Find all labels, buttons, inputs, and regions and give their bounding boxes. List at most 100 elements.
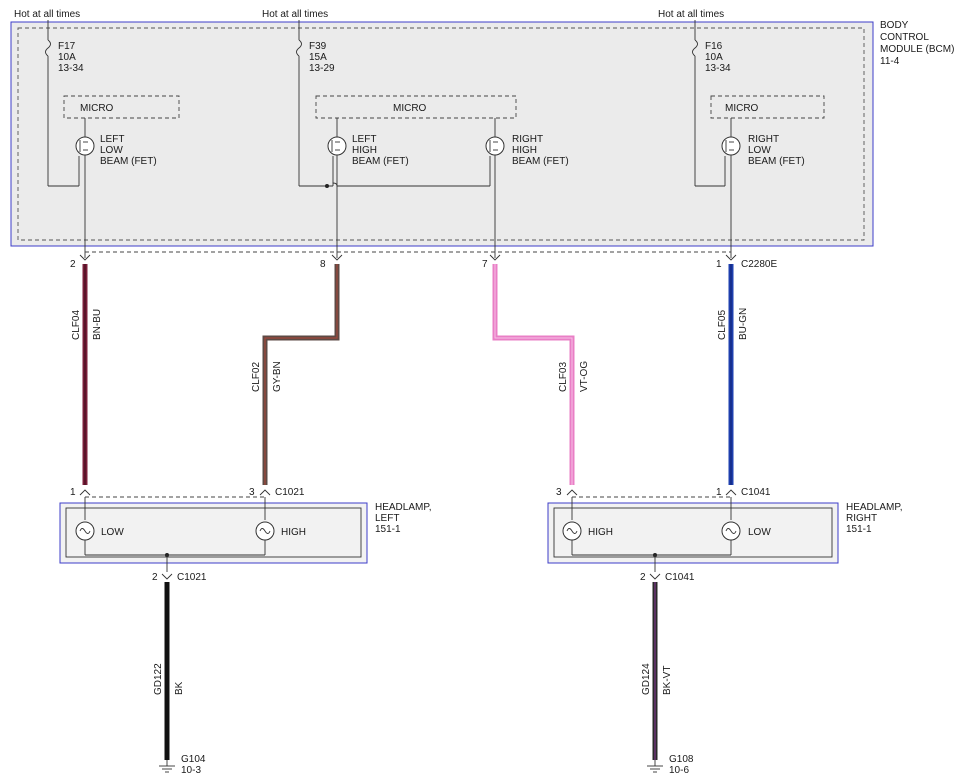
svg-text:HIGH: HIGH — [352, 145, 377, 156]
headlamp-right-ground-connector: 2 C1041 — [640, 572, 695, 583]
svg-text:CLF02: CLF02 — [251, 362, 262, 392]
svg-text:F39: F39 — [309, 41, 327, 52]
wire-gd124-color: BK-VT — [662, 666, 673, 695]
svg-text:13-34: 13-34 — [705, 63, 731, 74]
svg-text:GD124: GD124 — [641, 663, 652, 695]
bcm-title: BODY CONTROL MODULE (BCM) 11-4 — [880, 20, 954, 67]
svg-text:10-6: 10-6 — [669, 765, 689, 776]
wire-clf03-circuit: CLF03 — [558, 362, 569, 392]
fuse-feed-f16 — [692, 20, 726, 187]
svg-text:RIGHT: RIGHT — [512, 134, 543, 145]
wire-gd124-circuit: GD124 — [641, 663, 652, 695]
svg-text:BEAM (FET): BEAM (FET) — [512, 156, 569, 167]
wire-clf03-color: VT-OG — [579, 361, 590, 392]
bulb-right-low-icon — [721, 497, 741, 555]
bulb-right-low-label: LOW — [748, 527, 771, 538]
wire-clf05-color: BU-GN — [738, 308, 749, 340]
svg-text:13-34: 13-34 — [58, 63, 84, 74]
hot-label-1: Hot at all times — [14, 9, 80, 20]
fet-left-low-label: LEFT LOW BEAM (FET) — [100, 134, 157, 167]
ground-g108-icon — [647, 760, 663, 773]
svg-text:15A: 15A — [309, 52, 327, 63]
headlamp-left-connector: 1 3 C1021 — [70, 487, 305, 498]
svg-text:BN-BU: BN-BU — [92, 309, 103, 340]
fet-right-high-label: RIGHT HIGH BEAM (FET) — [512, 134, 569, 167]
svg-text:CONTROL: CONTROL — [880, 32, 929, 43]
svg-text:HEADLAMP,: HEADLAMP, — [375, 502, 432, 513]
headlamp-left-pin-2: 3 — [249, 487, 255, 498]
svg-text:F16: F16 — [705, 41, 723, 52]
svg-text:CLF04: CLF04 — [71, 310, 82, 340]
headlamp-left-ground-connector-id: C1021 — [177, 572, 207, 583]
svg-text:BEAM (FET): BEAM (FET) — [748, 156, 805, 167]
bulb-left-low-icon — [75, 497, 95, 555]
svg-text:RIGHT: RIGHT — [846, 513, 877, 524]
svg-text:151-1: 151-1 — [375, 524, 401, 535]
wire-clf02-circuit: CLF02 — [251, 362, 262, 392]
wire-gd122-circuit: GD122 — [153, 663, 164, 695]
svg-text:BEAM (FET): BEAM (FET) — [100, 156, 157, 167]
bulb-left-high-label: HIGH — [281, 527, 306, 538]
hot-label-2: Hot at all times — [262, 9, 328, 20]
svg-text:BU-GN: BU-GN — [738, 308, 749, 340]
svg-text:VT-OG: VT-OG — [579, 361, 590, 392]
svg-text:HIGH: HIGH — [512, 145, 537, 156]
splice-dot — [325, 184, 329, 188]
headlamp-right-pin-1: 3 — [556, 487, 562, 498]
svg-text:CLF03: CLF03 — [558, 362, 569, 392]
headlamp-right-ground-pin: 2 — [640, 572, 646, 583]
fet-left-high-icon — [327, 118, 347, 258]
headlamp-left-title: HEADLAMP, LEFT 151-1 — [375, 502, 432, 535]
svg-text:BK-VT: BK-VT — [662, 666, 673, 695]
wire-clf04-circuit: CLF04 — [71, 310, 82, 340]
svg-text:10A: 10A — [58, 52, 76, 63]
svg-text:BK: BK — [174, 681, 185, 695]
bulb-left-high-icon — [255, 497, 275, 555]
svg-text:CLF05: CLF05 — [717, 310, 728, 340]
headlamp-left-inner — [65, 507, 362, 558]
wire-clf02 — [262, 264, 340, 485]
svg-text:LOW: LOW — [748, 145, 771, 156]
svg-text:GY-BN: GY-BN — [272, 361, 283, 392]
bcm-connector-id: C2280E — [741, 259, 777, 270]
headlamp-right-connector-id: C1041 — [741, 487, 771, 498]
headlamp-right-connector: 3 1 C1041 — [556, 487, 771, 498]
svg-text:GD122: GD122 — [153, 663, 164, 695]
svg-text:LEFT: LEFT — [375, 513, 399, 524]
headlamp-left-connector-id: C1021 — [275, 487, 305, 498]
micro-label-2: MICRO — [393, 103, 427, 114]
micro-label-3: MICRO — [725, 103, 759, 114]
fet-right-low-label: RIGHT LOW BEAM (FET) — [748, 134, 805, 167]
wire-clf04-color: BN-BU — [92, 309, 103, 340]
headlamp-left-pin-1: 1 — [70, 487, 76, 498]
fet-left-low-icon — [75, 118, 95, 258]
headlamp-left-ground-pin: 2 — [152, 572, 158, 583]
wire-gd122-color: BK — [174, 681, 185, 695]
bcm-pin-3: 7 — [482, 259, 488, 270]
bcm-pin-1: 2 — [70, 259, 76, 270]
ground-g108-label: G108 10-6 — [669, 754, 694, 776]
fet-right-high-icon — [485, 118, 505, 258]
svg-text:RIGHT: RIGHT — [748, 134, 779, 145]
svg-text:G108: G108 — [669, 754, 694, 765]
micro-box-1 — [63, 95, 180, 119]
svg-text:10A: 10A — [705, 52, 723, 63]
bcm-module-frame — [10, 21, 874, 247]
bcm-inner-boundary — [17, 27, 865, 241]
wire-clf03 — [492, 264, 575, 485]
fuse-feed-f17 — [45, 20, 80, 187]
headlamp-right-pin-2: 1 — [716, 487, 722, 498]
fet-right-low-icon — [721, 118, 741, 258]
svg-text:HEADLAMP,: HEADLAMP, — [846, 502, 903, 513]
ground-g104-label: G104 10-3 — [181, 754, 206, 776]
svg-text:10-3: 10-3 — [181, 765, 201, 776]
svg-text:LOW: LOW — [100, 145, 123, 156]
fuse-f17-label: F17 10A 13-34 — [58, 41, 84, 74]
bcm-pin-2: 8 — [320, 259, 326, 270]
headlamp-right-ground-connector-id: C1041 — [665, 572, 695, 583]
svg-text:G104: G104 — [181, 754, 206, 765]
svg-text:11-4: 11-4 — [880, 56, 900, 67]
bcm-pin-markers — [79, 254, 737, 261]
wire-clf05-circuit: CLF05 — [717, 310, 728, 340]
